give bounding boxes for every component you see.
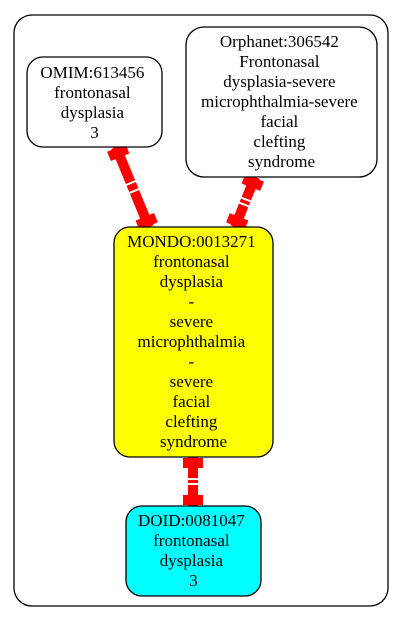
node-omim-label: OMIM:613456 frontonasal dysplasia 3 [40, 63, 148, 142]
node-mondo-line-10: syndrome [160, 432, 227, 451]
node-doid-line-2: dysplasia [160, 551, 224, 570]
node-orphanet-box [185, 26, 378, 178]
node-orphanet-line-2: dysplasia-severe [223, 72, 335, 91]
node-mondo-line-1: frontonasal [153, 252, 230, 271]
node-mondo-line-6: - [189, 352, 195, 371]
node-mondo-line-0: MONDO:0013271 [127, 232, 255, 251]
node-omim[interactable]: OMIM:613456 frontonasal dysplasia 3 [26, 56, 163, 148]
node-doid-box [125, 505, 262, 597]
node-doid-line-3: 3 [189, 571, 198, 590]
node-omim-line-2: dysplasia [61, 103, 125, 122]
node-mondo-line-4: severe [170, 312, 213, 331]
node-doid[interactable]: DOID:0081047 frontonasal dysplasia 3 [125, 505, 262, 597]
node-mondo-line-9: clefting [165, 412, 217, 431]
edges-layer [107, 144, 264, 506]
edge-tee-start [183, 458, 203, 468]
node-omim-line-3: 3 [90, 123, 99, 142]
node-mondo-label: MONDO:0013271 frontonasal dysplasia - se… [127, 232, 260, 451]
edge-tee-end [226, 213, 249, 230]
node-omim-box [26, 56, 163, 148]
node-mondo-line-5: microphthalmia [138, 332, 246, 351]
node-orphanet-label: Orphanet:306542 Frontonasal dysplasia-se… [201, 32, 362, 171]
edge-tee-start [107, 144, 130, 161]
node-orphanet-line-3: microphthalmia-severe [201, 92, 358, 111]
node-mondo-line-2: dysplasia [160, 272, 224, 291]
edge-mondo-to-doid [183, 457, 203, 506]
edge-orphanet-to-mondo [226, 174, 264, 230]
node-doid-line-0: DOID:0081047 [138, 511, 245, 530]
node-orphanet-line-6: syndrome [248, 152, 315, 171]
node-orphanet-line-0: Orphanet:306542 [220, 32, 339, 51]
edge-gap-mark [124, 179, 137, 187]
node-orphanet-line-4: facial [261, 112, 299, 131]
node-omim-line-1: frontonasal [54, 83, 131, 102]
edge-gap-mark [238, 201, 250, 208]
node-mondo[interactable]: MONDO:0013271 frontonasal dysplasia - se… [113, 226, 274, 458]
edge-line [111, 145, 154, 229]
node-mondo-box [113, 226, 274, 458]
node-orphanet-line-1: Frontonasal [239, 52, 320, 71]
edge-tee-end [135, 213, 158, 230]
node-doid-line-1: frontonasal [153, 531, 230, 550]
node-orphanet[interactable]: Orphanet:306542 Frontonasal dysplasia-se… [185, 26, 378, 178]
node-doid-label: DOID:0081047 frontonasal dysplasia 3 [138, 511, 249, 590]
edge-omim-to-mondo [107, 144, 158, 230]
node-orphanet-line-5: clefting [253, 132, 305, 151]
edge-tee-start [241, 174, 264, 191]
node-omim-line-0: OMIM:613456 [40, 63, 144, 82]
node-mondo-line-3: - [189, 292, 195, 311]
edge-tee-end [183, 495, 203, 505]
edge-gap-mark [240, 196, 252, 203]
node-mondo-line-8: facial [173, 392, 211, 411]
node-mondo-line-7: severe [170, 372, 213, 391]
edge-gap-mark [128, 187, 141, 195]
